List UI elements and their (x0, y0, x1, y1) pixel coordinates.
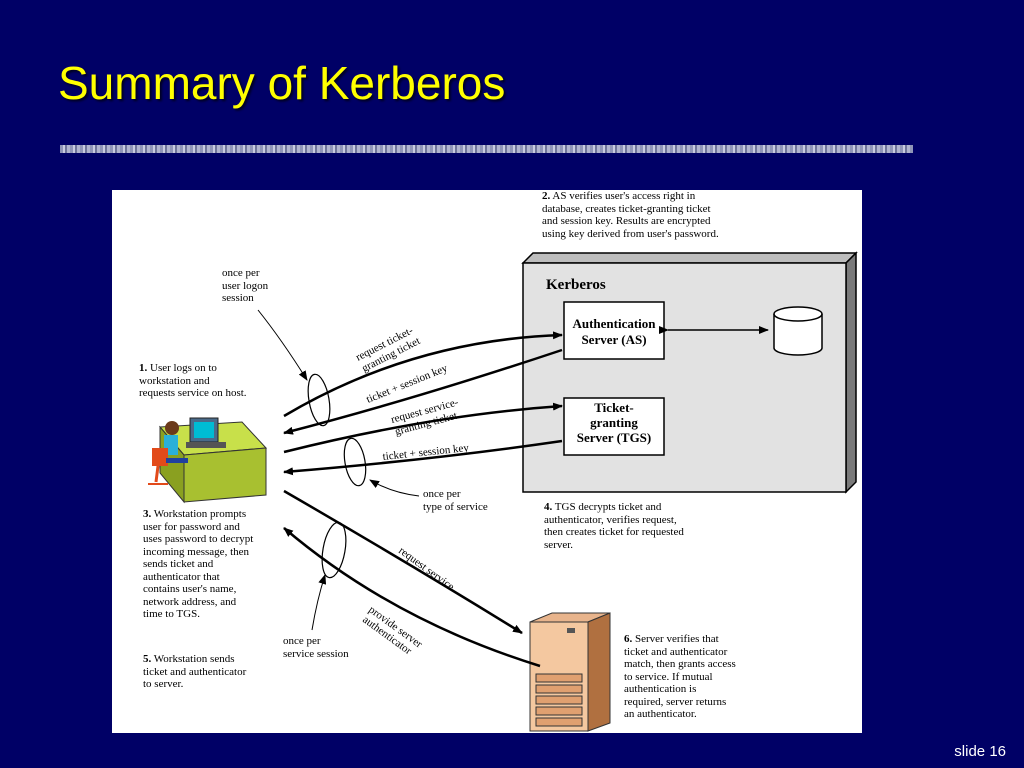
step-2: 2. AS verifies user's access right in da… (542, 190, 719, 240)
step-1: 1. User logs on to workstation and reque… (139, 362, 247, 400)
step-4-text: TGS decrypts ticket and authenticator, v… (544, 501, 684, 551)
workstation-icon (148, 417, 268, 504)
step-6: 6. Server verifies that ticket and authe… (624, 633, 736, 721)
note-once-type: once per type of service (423, 488, 488, 513)
kerberos-box: Kerberos (521, 251, 858, 494)
arrow-sgt-response (283, 439, 563, 476)
step-3-number: 3. (143, 508, 152, 520)
step-6-text: Server verifies that ticket and authenti… (624, 633, 736, 720)
database-icon (773, 306, 823, 356)
label-request-service: request service (396, 545, 456, 593)
arrow-tgt-response (283, 348, 563, 435)
slide-number: slide 16 (954, 743, 1006, 760)
tgs-label-line1: Ticket- (594, 400, 633, 415)
kerberos-diagram: Kerberos Authentication Server (AS) Tick… (112, 190, 862, 733)
server-icon (529, 612, 611, 732)
step-4-number: 4. (544, 501, 553, 513)
authentication-server: Authentication Server (AS) (563, 301, 665, 360)
kerberos-label: Kerberos (546, 277, 606, 293)
step-3-text: Workstation prompts user for password an… (143, 508, 254, 620)
title-divider (60, 145, 913, 153)
step-1-text: User logs on to workstation and requests… (139, 362, 247, 399)
note-once-logon: once per user logon session (222, 267, 269, 304)
session-ellipses (307, 373, 367, 579)
label-tgt-session-2: ticket + session key (382, 442, 470, 463)
annotation-pointers (257, 309, 420, 631)
step-6-number: 6. (624, 633, 633, 645)
ticket-granting-server: Ticket- granting Server (TGS) (563, 397, 665, 456)
as-label-line2: Server (AS) (581, 332, 646, 347)
as-label-line1: Authentication (572, 316, 656, 331)
arrow-request-tgt (283, 331, 563, 418)
tgs-label-line3: Server (TGS) (577, 430, 652, 445)
step-5-text: Workstation sends ticket and authenticat… (143, 653, 247, 690)
step-1-number: 1. (139, 362, 148, 374)
step-3: 3. Workstation prompts user for password… (143, 508, 253, 621)
arrow-request-service (283, 489, 523, 635)
arrow-provide-authenticator (283, 527, 541, 668)
slide-title: Summary of Kerberos (58, 57, 506, 109)
step-5: 5. Workstation sends ticket and authenti… (143, 653, 246, 691)
arrow-request-sgt (283, 402, 563, 454)
step-4: 4. TGS decrypts ticket and authenticator… (544, 501, 684, 551)
step-5-number: 5. (143, 653, 152, 665)
step-2-number: 2. (542, 190, 551, 202)
diagram-graphics: Kerberos Authentication Server (AS) Tick… (148, 251, 858, 732)
note-once-service: once per service session (283, 635, 349, 660)
step-2-text: AS verifies user's access right in datab… (542, 190, 719, 240)
tgs-label-line2: granting (590, 415, 638, 430)
message-arrows (283, 331, 563, 668)
